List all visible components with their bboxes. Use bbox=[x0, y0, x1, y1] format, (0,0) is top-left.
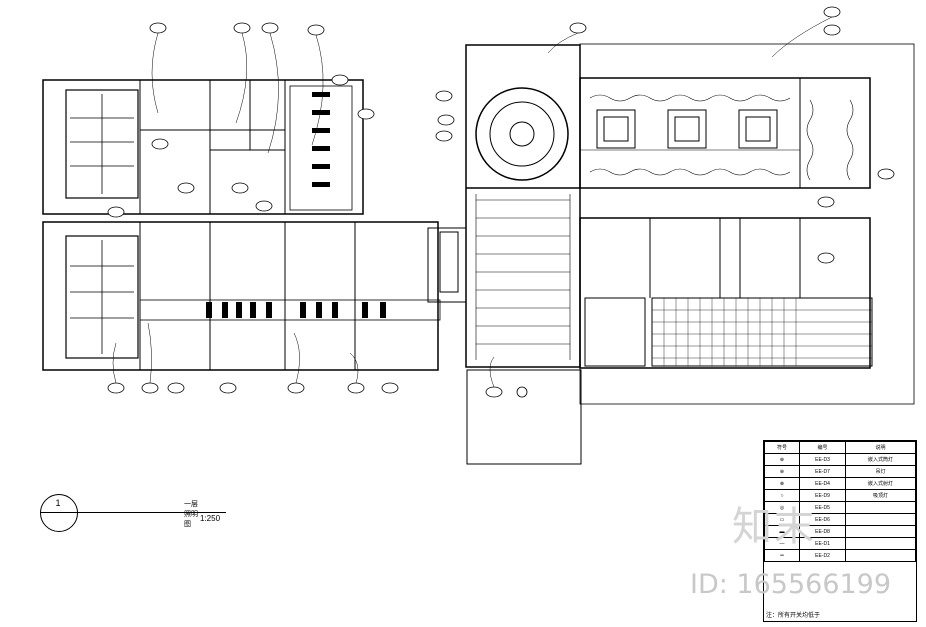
right-wing-top bbox=[579, 77, 871, 189]
watermark-id: ID: 165566199 bbox=[690, 569, 892, 600]
watermark-brand: 知末 bbox=[732, 504, 816, 550]
right-wing-bottom bbox=[579, 217, 871, 369]
legend-header-row: 符号 编号 说明 bbox=[764, 441, 916, 454]
legend-desc bbox=[845, 501, 916, 514]
legend-note: 注：所有开关均低于 bbox=[766, 613, 821, 619]
drawing-title: 一层照明图 bbox=[184, 501, 198, 528]
legend-header-code: 编号 bbox=[799, 441, 846, 454]
title-circle bbox=[40, 494, 78, 532]
callout-bubbles bbox=[107, 6, 895, 398]
legend-desc bbox=[845, 513, 916, 526]
light-fixtures bbox=[206, 92, 459, 318]
fixture-symbol-icon: ⊗ bbox=[764, 477, 800, 490]
rotunda-outer bbox=[475, 87, 569, 181]
legend-code: EE-D4 bbox=[799, 477, 846, 490]
legend-desc bbox=[845, 525, 916, 538]
north-arrow-icon bbox=[516, 386, 528, 398]
legend-row: ▭EE-D6 bbox=[764, 513, 916, 526]
legend-desc: 吊灯 bbox=[845, 465, 916, 478]
courtyard-top bbox=[65, 89, 139, 199]
legend-code: EE-D7 bbox=[799, 465, 846, 478]
title-rule bbox=[76, 512, 226, 513]
rotunda-core bbox=[509, 121, 535, 147]
drawing-title-block: 1 一层照明图 1:250 bbox=[40, 494, 226, 532]
legend-header-desc: 说明 bbox=[845, 441, 916, 454]
drawing-scale: 1:250 bbox=[200, 514, 221, 523]
entrance-porch bbox=[466, 369, 582, 465]
legend-header-symbol: 符号 bbox=[764, 441, 800, 454]
interior-walls bbox=[139, 78, 870, 370]
legend-row: ═EE-D2 bbox=[764, 549, 916, 562]
left-wing-top bbox=[42, 79, 364, 215]
fixture-symbol-icon: ⊛ bbox=[764, 465, 800, 478]
central-hall bbox=[465, 44, 581, 368]
legend-desc: 嵌入式筒灯 bbox=[845, 453, 916, 466]
legend-desc: 嵌入式射灯 bbox=[845, 477, 916, 490]
legend-desc bbox=[845, 537, 916, 550]
title-number: 1 bbox=[55, 498, 61, 508]
legend-row: —EE-D1 bbox=[764, 537, 916, 550]
courtyard-bottom bbox=[65, 235, 139, 359]
legend-code: EE-D3 bbox=[799, 453, 846, 466]
left-wing-bottom bbox=[42, 221, 439, 371]
legend-desc: 吸顶灯 bbox=[845, 489, 916, 502]
rotunda-inner bbox=[489, 101, 555, 167]
legend-desc bbox=[845, 549, 916, 562]
fixture-symbol-icon: ⊕ bbox=[764, 453, 800, 466]
